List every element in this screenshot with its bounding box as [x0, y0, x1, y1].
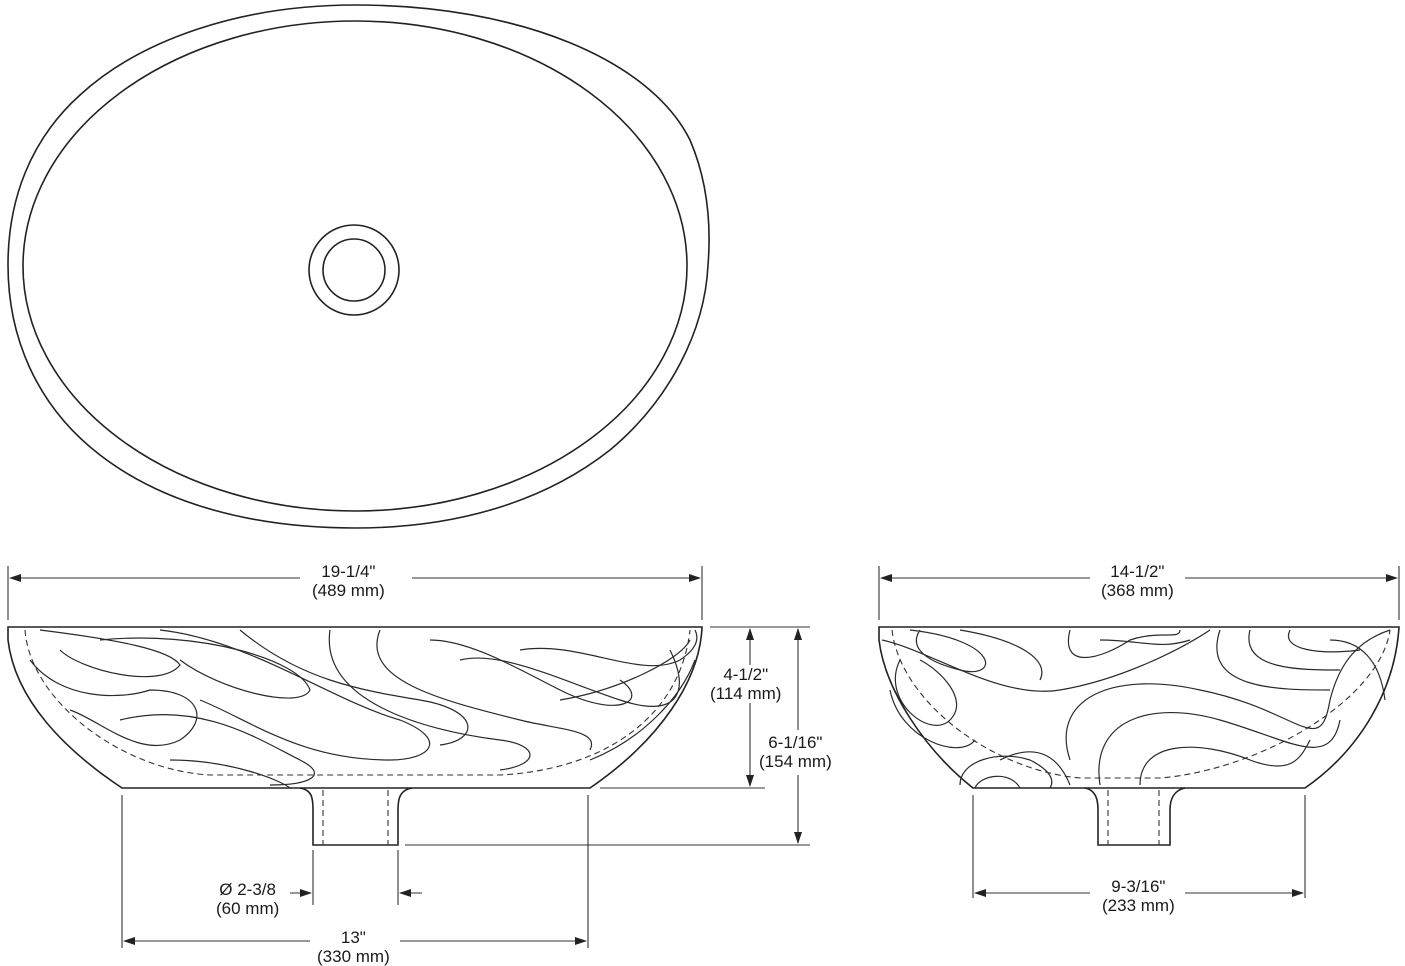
imperial-value: 13"	[340, 928, 366, 947]
bowl-height-label: 4-1/2" (114 mm)	[706, 665, 786, 703]
top-view	[7, 4, 710, 529]
side-swirl-pattern	[881, 629, 1391, 789]
metric-value: (114 mm)	[710, 684, 782, 703]
base-length-label: 13" (330 mm)	[313, 928, 394, 966]
side-hidden-inner-bowl	[891, 629, 1391, 779]
overall-height-label: 6-1/16" (154 mm)	[755, 733, 836, 771]
imperial-value: Ø 2-3/8	[219, 880, 276, 899]
overall-width-label: 14-1/2" (368 mm)	[1097, 562, 1178, 600]
metric-value: (233 mm)	[1102, 896, 1175, 915]
side-dimensions	[878, 566, 1400, 898]
hidden-inner-bowl	[24, 629, 691, 776]
base-width-label: 9-3/16" (233 mm)	[1098, 877, 1179, 915]
imperial-value: 9-3/16"	[1111, 877, 1166, 896]
imperial-value: 4-1/2"	[723, 665, 769, 684]
side-bowl-outline	[878, 626, 1400, 789]
drain-inner-ring	[322, 238, 386, 302]
outer-rim-edge	[7, 4, 710, 529]
imperial-value: 19-1/4"	[321, 562, 376, 581]
metric-value: (368 mm)	[1101, 581, 1174, 600]
metric-value: (154 mm)	[759, 752, 832, 771]
swirl-pattern	[29, 629, 698, 789]
bowl-outline	[7, 626, 703, 789]
front-dimensions	[7, 566, 810, 948]
side-elevation	[878, 626, 1400, 846]
metric-value: (489 mm)	[312, 581, 385, 600]
overall-length-label: 19-1/4" (489 mm)	[308, 562, 389, 600]
inner-bowl-edge	[22, 20, 688, 512]
imperial-value: 6-1/16"	[768, 733, 823, 752]
side-drain-stem	[1084, 787, 1186, 846]
metric-value: (330 mm)	[317, 947, 390, 966]
front-elevation	[7, 626, 703, 846]
drain-stem	[299, 787, 413, 846]
drain-diameter-label: Ø 2-3/8 (60 mm)	[212, 880, 284, 918]
drain-outer-ring	[308, 224, 400, 316]
metric-value: (60 mm)	[216, 899, 280, 918]
imperial-value: 14-1/2"	[1110, 562, 1165, 581]
